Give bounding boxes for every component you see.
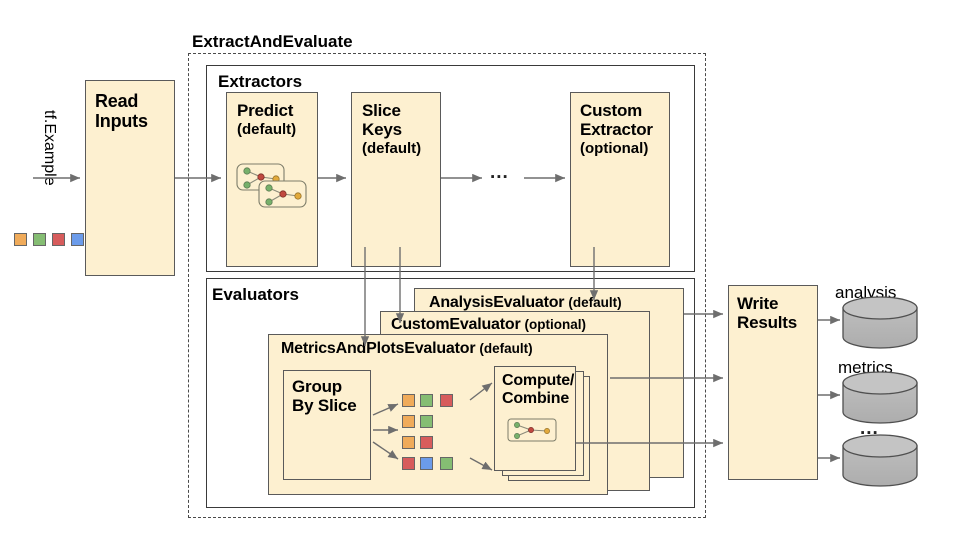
evaluator-analysis-title: AnalysisEvaluator(default) bbox=[429, 294, 622, 311]
extractor-predict-box[interactable]: Predict (default) bbox=[226, 92, 318, 267]
extractors-label: Extractors bbox=[218, 72, 303, 91]
input-swatches bbox=[14, 233, 84, 249]
slice-groups bbox=[402, 394, 468, 470]
extractor-slice-keys-title: Slice Keys (default) bbox=[362, 101, 422, 158]
slice-swatch bbox=[402, 436, 415, 449]
compute-combine-box[interactable]: Compute/ Combine bbox=[494, 366, 576, 471]
slice-swatch bbox=[440, 457, 453, 470]
write-results-box[interactable]: Write Results bbox=[728, 285, 818, 480]
input-label-tf-example: tf.Example bbox=[41, 110, 58, 186]
compute-combine-title: Compute/ Combine bbox=[502, 372, 575, 407]
graph-nodes-icon bbox=[507, 417, 559, 443]
read-inputs-title: Read Inputs bbox=[95, 91, 148, 132]
write-results-title: Write Results bbox=[737, 294, 798, 333]
output-cylinder-analysis bbox=[842, 296, 918, 349]
extractor-slice-keys-box[interactable]: Slice Keys (default) bbox=[351, 92, 441, 267]
swatch-orange bbox=[14, 233, 27, 246]
read-inputs-box[interactable]: Read Inputs bbox=[85, 80, 175, 276]
group-by-slice-box[interactable]: Group By Slice bbox=[283, 370, 371, 480]
swatch-green bbox=[33, 233, 46, 246]
slice-swatch bbox=[402, 394, 415, 407]
evaluator-custom-title: CustomEvaluator(optional) bbox=[391, 316, 586, 333]
extractor-predict-title: Predict (default) bbox=[237, 101, 297, 139]
slice-swatch bbox=[420, 457, 433, 470]
output-cylinder-other bbox=[842, 434, 918, 487]
swatch-red bbox=[52, 233, 65, 246]
extract-and-evaluate-frame bbox=[188, 53, 706, 518]
slice-swatch bbox=[420, 436, 433, 449]
graph-nodes-icon bbox=[235, 161, 315, 213]
slice-swatch bbox=[402, 415, 415, 428]
output-label-metrics: metrics bbox=[838, 358, 893, 377]
evaluators-frame bbox=[206, 278, 695, 508]
slice-swatch bbox=[420, 415, 433, 428]
slice-swatch bbox=[420, 394, 433, 407]
extractor-custom-box[interactable]: Custom Extractor (optional) bbox=[570, 92, 670, 267]
slice-swatch bbox=[440, 394, 453, 407]
extractors-frame bbox=[206, 65, 695, 272]
extractor-custom-title: Custom Extractor (optional) bbox=[580, 101, 653, 158]
output-label-ellipsis: ... bbox=[860, 418, 879, 439]
evaluators-label: Evaluators bbox=[212, 285, 299, 304]
extract-and-evaluate-label: ExtractAndEvaluate bbox=[192, 32, 353, 51]
output-cylinder-metrics bbox=[842, 371, 918, 424]
group-by-slice-title: Group By Slice bbox=[292, 377, 357, 416]
extractors-ellipsis: ... bbox=[490, 162, 509, 183]
swatch-blue bbox=[71, 233, 84, 246]
output-label-analysis: analysis bbox=[835, 283, 897, 302]
evaluator-metrics-and-plots-title: MetricsAndPlotsEvaluator(default) bbox=[281, 340, 533, 357]
slice-swatch bbox=[402, 457, 415, 470]
